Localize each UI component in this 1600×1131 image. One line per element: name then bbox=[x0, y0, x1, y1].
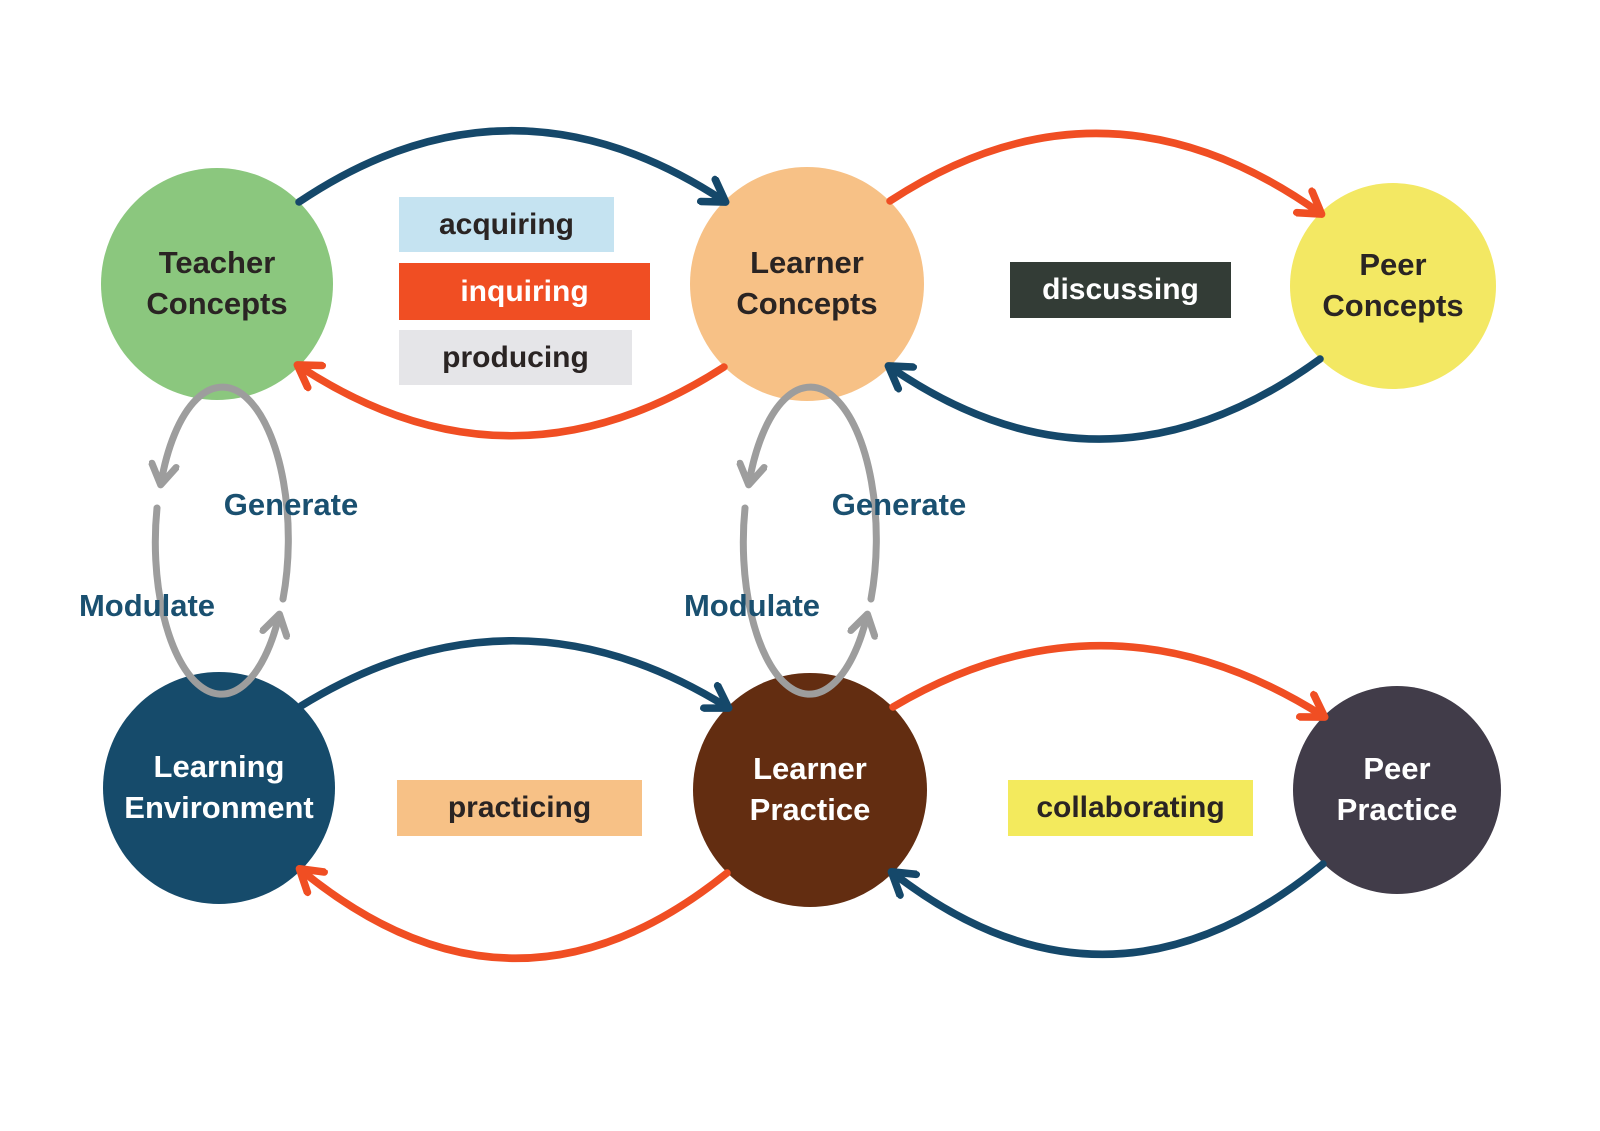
edge-label-discussing: discussing bbox=[1010, 262, 1231, 318]
arrow-peer-concepts-to-learner bbox=[890, 355, 1324, 443]
arrow-environment-to-practice bbox=[297, 637, 727, 707]
arrow-practice-to-environment bbox=[301, 870, 731, 962]
edge-label-producing: producing bbox=[399, 330, 632, 385]
edge-label-acquiring: acquiring bbox=[399, 197, 614, 252]
edge-label-practicing: practicing bbox=[397, 780, 642, 836]
arrow-practice-to-peer-practice bbox=[889, 642, 1323, 716]
loop-label-modulate-middle: Modulate bbox=[683, 588, 821, 623]
node-learning-environment: Learning Environment bbox=[103, 672, 335, 904]
node-peer-concepts: Peer Concepts bbox=[1290, 183, 1496, 389]
loop-label-modulate-left: Modulate bbox=[78, 588, 216, 623]
edge-label-inquiring: inquiring bbox=[399, 263, 650, 320]
arrow-teacher-to-learner bbox=[295, 127, 724, 202]
node-learner-concepts: Learner Concepts bbox=[690, 167, 924, 401]
node-peer-practice: Peer Practice bbox=[1293, 686, 1501, 894]
loop-label-generate-left: Generate bbox=[223, 487, 359, 522]
arrow-learner-to-peer-concepts bbox=[886, 129, 1320, 213]
node-learner-practice: Learner Practice bbox=[693, 673, 927, 907]
arrow-peer-practice-to-practice bbox=[893, 860, 1327, 959]
node-teacher-concepts: Teacher Concepts bbox=[101, 168, 333, 400]
loop-label-generate-middle: Generate bbox=[831, 487, 967, 522]
edge-label-collaborating: collaborating bbox=[1008, 780, 1253, 836]
